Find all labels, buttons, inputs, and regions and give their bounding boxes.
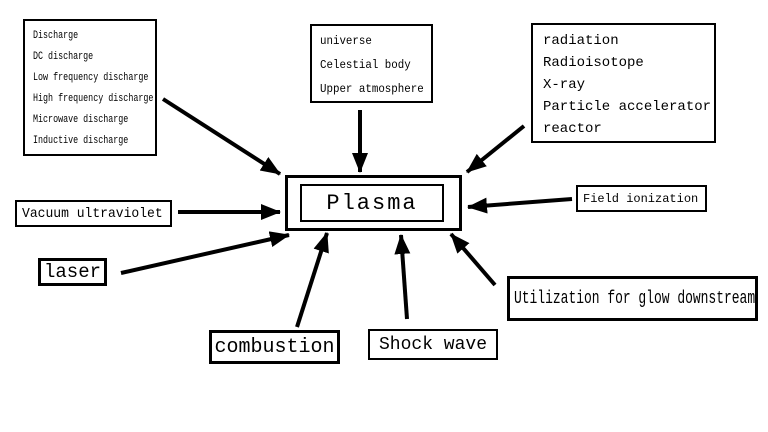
discharge-item: Microwave discharge [33, 114, 129, 126]
laser-box: laser [38, 258, 107, 286]
discharge-sources-box: Discharge DC discharge Low frequency dis… [23, 19, 157, 156]
combustion-box: combustion [209, 330, 340, 364]
natural-source-item: Celestial body [320, 58, 411, 72]
arrow-field-to-plasma [467, 197, 573, 214]
radiation-item: radiation [543, 33, 619, 49]
arrow-shockwave-to-plasma [394, 234, 411, 320]
discharge-item: Discharge [33, 30, 79, 42]
discharge-item: Low frequency discharge [33, 72, 149, 84]
vacuum-ultraviolet-label: Vacuum ultraviolet [22, 205, 163, 222]
natural-source-item: universe [320, 34, 372, 48]
radiation-item: Radioisotope [543, 55, 644, 71]
discharge-item: Inductive discharge [33, 135, 129, 147]
combustion-label: combustion [214, 335, 335, 359]
arrow-radiation-to-plasma [465, 124, 526, 174]
plasma-box: Plasma [285, 175, 462, 231]
radiation-item: Particle accelerator [543, 99, 712, 115]
arrow-combustion-to-plasma [295, 232, 329, 328]
discharge-item: High frequency discharge [33, 93, 154, 105]
plasma-label: Plasma [326, 190, 418, 216]
plasma-inner-box: Plasma [300, 184, 444, 222]
radiation-item: reactor [543, 121, 602, 137]
laser-label: laser [43, 261, 101, 283]
glow-downstream-label: Utilization for glow downstream [514, 288, 756, 309]
shock-wave-box: Shock wave [368, 329, 498, 360]
discharge-item: DC discharge [33, 51, 94, 63]
vacuum-ultraviolet-box: Vacuum ultraviolet [15, 200, 172, 227]
arrow-laser-to-plasma [120, 231, 290, 275]
radiation-sources-box: radiation Radioisotope X-ray Particle ac… [531, 23, 716, 143]
shock-wave-label: Shock wave [378, 334, 488, 355]
arrow-glow-to-plasma [449, 232, 497, 287]
natural-sources-box: universe Celestial body Upper atmosphere [310, 24, 433, 103]
field-ionization-label: Field ionization [583, 191, 699, 206]
field-ionization-box: Field ionization [576, 185, 707, 212]
natural-source-item: Upper atmosphere [320, 82, 424, 96]
radiation-item: X-ray [543, 77, 586, 93]
arrow-discharge-to-plasma [161, 97, 282, 176]
glow-downstream-box: Utilization for glow downstream [507, 276, 758, 321]
